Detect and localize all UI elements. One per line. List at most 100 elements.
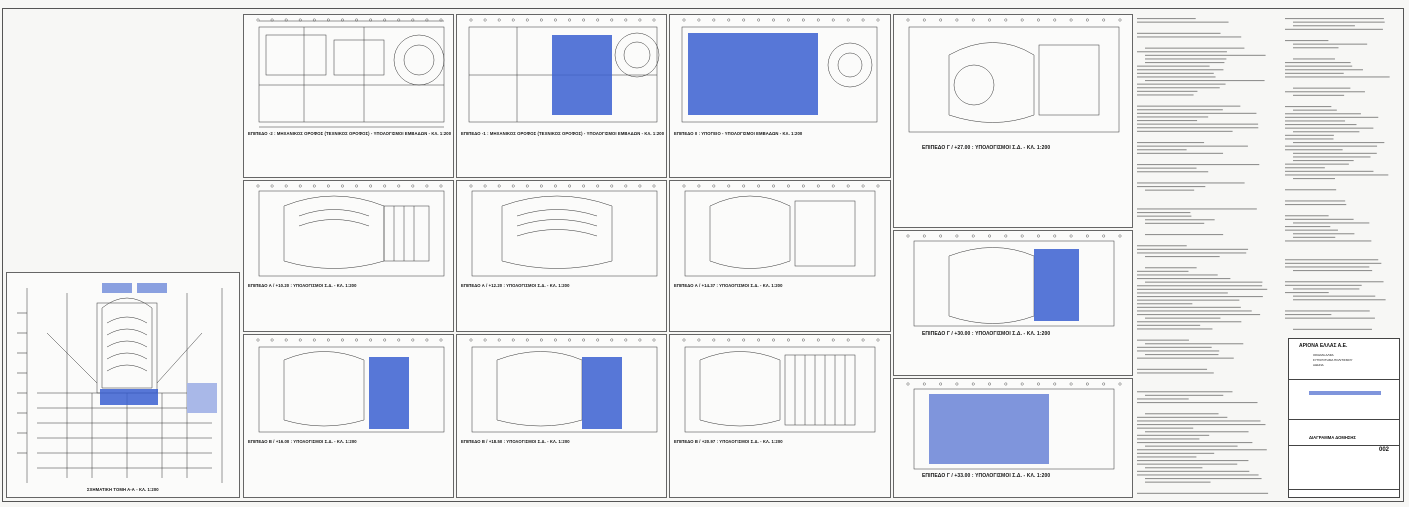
spec-text-line [1137,492,1269,494]
plan-a1-caption: ΕΠΙΠΕΔΟ Α / +10.20 : ΥΠΟΛΟΓΙΣΜΟΙ Σ.Δ. - … [248,283,357,288]
spec-text-line [1145,222,1205,224]
spec-text-line [1137,314,1261,316]
spec-text-line [1145,481,1211,483]
spec-text-line [1285,124,1357,126]
spec-text-line [1285,149,1343,151]
plan-m1-drawing [468,18,660,123]
plan-level-b2: ΕΠΙΠΕΔΟ Β / +18.50 : ΥΠΟΛΟΓΙΣΜΟΙ Σ.Δ. - … [456,334,667,498]
spec-text-line [1285,69,1363,71]
spec-text-line [1137,112,1257,114]
plan-a3-drawing [682,184,880,277]
spec-text-line [1293,236,1336,238]
spec-text-line [1137,438,1200,440]
spec-text-line [1285,200,1346,202]
spec-column-2 [1283,14,1401,336]
spec-text-line [1145,189,1195,191]
title-block-project-3: ΑΘΗΝΑ [1313,363,1324,367]
spec-text-line [1137,123,1259,125]
plan-level-0: ΕΠΙΠΕΔΟ 0 : ΥΠΟΓΕΙΟ - ΥΠΟΛΟΓΙΣΜΟΙ ΕΜΒΑΔΩ… [669,14,891,178]
spec-text-line [1137,398,1189,400]
spec-text-line [1293,156,1371,158]
spec-text-line [1145,413,1219,415]
grid-axis-marks [682,338,880,342]
spec-text-line [1137,215,1192,217]
plan-level-b3: ΕΠΙΠΕΔΟ Β / +20.97 : ΥΠΟΛΟΓΙΣΜΟΙ Σ.Δ. - … [669,334,891,498]
spec-text-line [1137,21,1229,23]
spec-text-line [1285,134,1334,136]
plan-b2-drawing [469,338,658,433]
spec-text-line [1293,152,1377,154]
plan-level-c2: ΕΠΙΠΕΔΟ Γ / +30.00 : ΥΠΟΛΟΓΙΣΜΟΙ Σ.Δ. - … [893,230,1133,376]
spec-text-line [1285,106,1332,108]
spec-text-line [1137,470,1250,472]
spec-text-line [1145,317,1221,319]
spec-text-line [1285,226,1331,228]
spec-text-line [1285,116,1379,118]
plan-c3-highlight [929,394,1049,464]
spec-text-line [1137,186,1206,188]
spec-text-line [1137,65,1210,67]
plan-a2-drawing [469,184,658,277]
spec-text-line [1137,357,1234,359]
spec-text-line [1137,442,1253,444]
spec-text-line [1145,445,1238,447]
section-caption: ΣΧΗΜΑΤΙΚΗ ΤΟΜΗ Α-Α - ΚΛ. 1:200 [87,487,159,492]
plan-a1-drawing [256,184,445,277]
spec-text-line [1137,350,1220,352]
spec-text-line [1293,131,1360,133]
spec-text-line [1137,145,1248,147]
spec-text-line [1145,281,1263,283]
spec-text-line [1145,234,1224,236]
spec-text-line [1137,36,1242,38]
plan-level-c1: ΕΠΙΠΕΔΟ Γ / +27.00 : ΥΠΟΛΟΓΙΣΜΟΙ Σ.Δ. - … [893,14,1133,228]
spec-text-line [1137,278,1231,280]
spec-text-line [1137,321,1242,323]
plan-level-a3: ΕΠΙΠΕΔΟ Α / +14.37 : ΥΠΟΛΟΓΙΣΜΟΙ Σ.Δ. - … [669,180,891,332]
spec-text-line [1137,292,1228,294]
section-label-box-1 [102,283,132,293]
spec-text-line [1137,324,1201,326]
plan-c2-caption: ΕΠΙΠΕΔΟ Γ / +30.00 : ΥΠΟΛΟΓΙΣΜΟΙ Σ.Δ. - … [922,331,1051,337]
spec-text-line [1137,94,1194,96]
spec-text-line [1285,204,1347,206]
spec-text-line [1137,69,1224,71]
spec-text-line [1285,218,1354,220]
grid-axis-marks [469,338,656,342]
spec-text-line [1145,62,1225,64]
spec-text-line [1285,314,1332,316]
spec-text-line [1285,170,1374,172]
section-drawing [17,283,223,483]
spec-text-line [1285,167,1325,169]
spec-text-line [1285,215,1329,217]
grid-axis-marks [682,184,880,188]
plan-c3-caption: ΕΠΙΠΕΔΟ Γ / +33.00 : ΥΠΟΛΟΓΙΣΜΟΙ Σ.Δ. - … [922,473,1051,479]
spec-text-line [1137,456,1197,458]
spec-text-line [1145,267,1197,269]
spec-text-line [1137,152,1224,154]
spec-text-line [1285,229,1338,231]
spec-text-line [1285,284,1362,286]
plan-b2-highlight [582,357,622,429]
spec-text-line [1137,164,1260,166]
spec-text-line [1285,262,1382,264]
grid-axis-marks [906,18,1122,22]
spec-text-line [1293,58,1335,60]
spec-text-lines-2 [1285,18,1390,330]
plan-0-drawing [681,18,880,123]
spec-text-line [1293,233,1355,235]
spec-text-line [1285,317,1375,319]
grid-axis-marks [256,184,443,188]
title-block-sheet-number: 002 [1379,447,1390,453]
spec-text-line [1293,109,1337,111]
plan-level-m2: ΕΠΙΠΕΔΟ -2 : ΜΗΧΑΝΙΚΟΣ ΟΡΟΦΟΣ (ΤΕΧΝΙΚΟΣ … [243,14,454,178]
plan-a3-caption: ΕΠΙΠΕΔΟ Α / +14.37 : ΥΠΟΛΟΓΙΣΜΟΙ Σ.Δ. - … [674,283,783,288]
spec-text-line [1137,142,1205,144]
plan-c2-highlight [1034,249,1079,321]
spec-text-line [1137,105,1241,107]
spec-text-line [1137,402,1258,404]
spec-text-line [1285,113,1361,115]
grid-axis-marks [469,184,656,188]
spec-text-line [1137,116,1209,118]
spec-text-line [1285,292,1329,294]
spec-text-line [1137,270,1189,272]
